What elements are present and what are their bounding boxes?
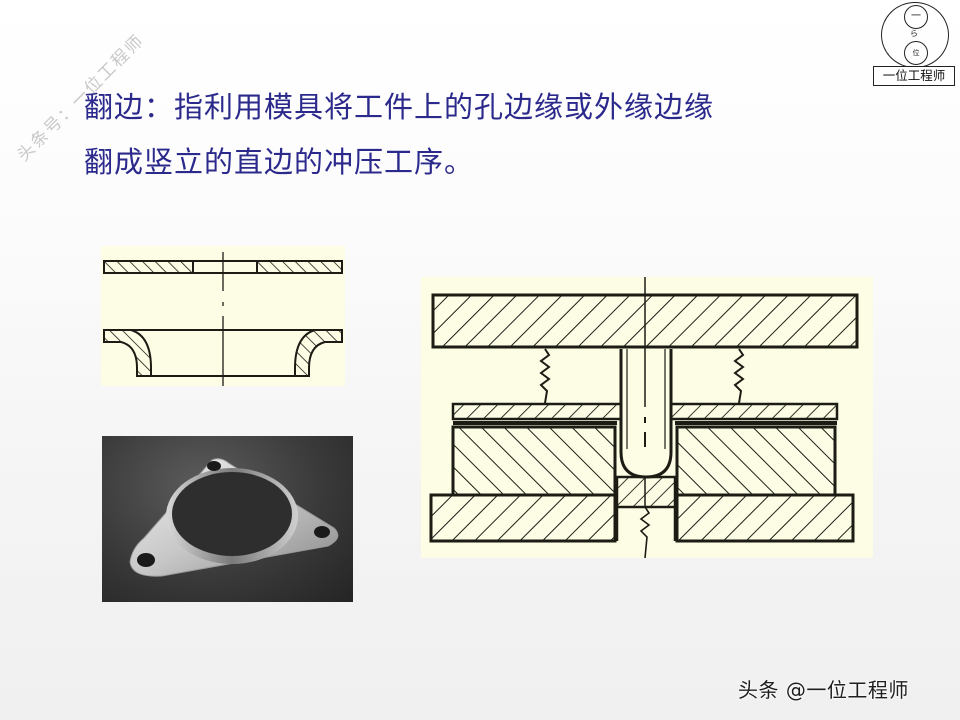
flange-section-drawing xyxy=(103,252,343,386)
logo-label: 一位工程师 xyxy=(873,66,955,86)
heading-line-1: 翻边：指利用模具将工件上的孔边缘或外缘边缘 xyxy=(84,90,715,124)
slide-heading: 翻边：指利用模具将工件上的孔边缘或外缘边缘 翻成竖立的直边的冲压工序。 xyxy=(84,80,884,190)
flange-section-figure xyxy=(101,246,345,386)
flanging-die-drawing xyxy=(429,277,859,559)
heading-line-2: 翻成竖立的直边的冲压工序。 xyxy=(84,145,475,179)
logo: 一 ら 位 一位工程师 xyxy=(873,2,957,90)
logo-outer-circle: 一 ら 位 xyxy=(881,2,949,68)
flanged-part-illustration xyxy=(129,458,339,577)
footer-watermark: 头条 @一位工程师 xyxy=(738,678,909,702)
flanging-die-figure xyxy=(421,277,873,559)
flanged-part-photo xyxy=(102,436,353,602)
logo-bottom-circle: 位 xyxy=(904,41,928,65)
logo-top-circle: 一 xyxy=(904,5,928,29)
logo-middle-glyph: ら xyxy=(910,29,918,38)
